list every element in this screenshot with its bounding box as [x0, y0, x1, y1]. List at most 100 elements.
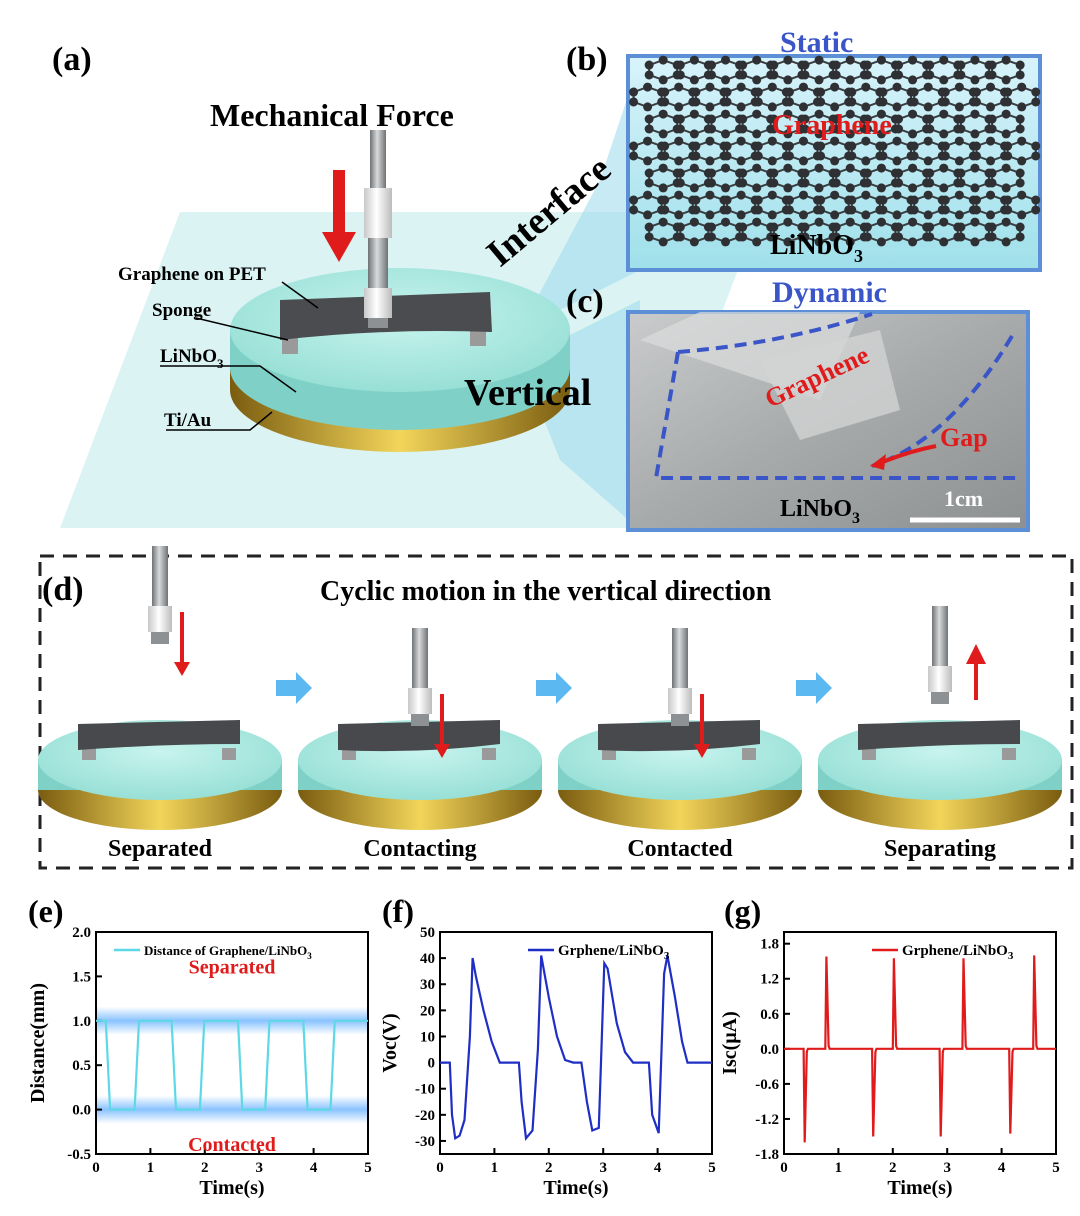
- carbon-atom: [705, 190, 715, 200]
- carbon-atom: [861, 210, 871, 220]
- stage-3: Contacted: [558, 628, 802, 862]
- carbon-atom: [674, 136, 684, 146]
- carbon-atom: [814, 129, 824, 139]
- carbon-atom: [738, 232, 748, 242]
- carbon-atom: [1015, 70, 1025, 80]
- carbon-atom: [987, 168, 997, 178]
- carbon-atom: [892, 102, 902, 112]
- carbon-atom: [954, 136, 964, 146]
- carbon-atom: [970, 109, 980, 119]
- carbon-atom: [1015, 178, 1025, 188]
- graphene-on-pet-label: Graphene on PET: [118, 264, 266, 285]
- carbon-atom: [689, 75, 699, 85]
- carbon-atom: [847, 97, 857, 107]
- next-arrow-icon: [536, 672, 572, 704]
- carbon-atom: [909, 151, 919, 161]
- carbon-atom: [923, 102, 933, 112]
- carbon-atom: [783, 183, 793, 193]
- carbon-atom: [1001, 109, 1011, 119]
- carbon-atom: [674, 102, 684, 112]
- carbon-atom: [831, 232, 841, 242]
- carbon-atom: [1001, 55, 1011, 65]
- carbon-atom: [862, 178, 872, 188]
- series-line: [96, 1019, 368, 1111]
- carbon-atom: [861, 102, 871, 112]
- carbon-atom: [675, 222, 685, 232]
- carbon-atom: [629, 87, 639, 97]
- carbon-atom: [629, 195, 639, 205]
- carbon-atom: [783, 55, 793, 65]
- carbon-atom: [658, 237, 668, 247]
- carbon-atom: [847, 195, 857, 205]
- carbon-atom: [738, 222, 748, 232]
- panel-c: (c) Dynamic Graphene Gap LiNbO3 1cm: [566, 276, 1030, 532]
- x-tick-label: 1: [835, 1160, 843, 1176]
- x-tick-label: 5: [708, 1160, 716, 1176]
- carbon-atom: [861, 82, 871, 92]
- annotation-contacted: Contacted: [188, 1134, 276, 1156]
- carbon-atom: [721, 183, 731, 193]
- carbon-atom: [658, 109, 668, 119]
- carbon-atom: [909, 97, 919, 107]
- carbon-atom: [658, 129, 668, 139]
- static-title: Static: [780, 26, 853, 59]
- carbon-atom: [831, 60, 841, 70]
- carbon-atom: [845, 217, 855, 227]
- panel-a: (a) Mechanical Force Graphene on PET Spo…: [52, 41, 760, 530]
- x-tick-label: 1: [491, 1160, 499, 1176]
- y-axis-label: Isc(μA): [719, 1011, 741, 1075]
- carbon-atom: [831, 222, 841, 232]
- carbon-atom: [862, 124, 872, 134]
- carbon-atom: [814, 217, 824, 227]
- carbon-atom: [784, 87, 794, 97]
- carbon-atom: [925, 70, 935, 80]
- carbon-atom: [674, 82, 684, 92]
- carbon-atom: [722, 195, 732, 205]
- carbon-atom: [629, 97, 639, 107]
- carbon-atom: [1015, 114, 1025, 124]
- carbon-atom: [845, 109, 855, 119]
- carbon-atom: [847, 87, 857, 97]
- carbon-atom: [940, 87, 950, 97]
- carbon-atom: [1031, 195, 1041, 205]
- carbon-atom: [987, 124, 997, 134]
- carbon-atom: [644, 124, 654, 134]
- carbon-atom: [816, 205, 826, 215]
- carbon-atom: [658, 217, 668, 227]
- carbon-atom: [707, 168, 717, 178]
- carbon-atom: [970, 183, 980, 193]
- carbon-atom: [986, 156, 996, 166]
- carbon-atom: [876, 217, 886, 227]
- graphene-sheet: [858, 720, 1020, 750]
- carbon-atom: [814, 75, 824, 85]
- carbon-atom: [643, 190, 653, 200]
- carbon-atom: [940, 141, 950, 151]
- carbon-atom: [831, 178, 841, 188]
- carbon-atom: [909, 141, 919, 151]
- carbon-atom: [814, 237, 824, 247]
- carbon-atom: [800, 60, 810, 70]
- carbon-atom: [986, 190, 996, 200]
- x-tick-label: 0: [436, 1160, 444, 1176]
- carbon-atom: [814, 163, 824, 173]
- carbon-atom: [894, 60, 904, 70]
- carbon-atom: [798, 190, 808, 200]
- carbon-atom: [660, 87, 670, 97]
- carbon-atom: [783, 129, 793, 139]
- carbon-atom: [705, 136, 715, 146]
- carbon-atom: [987, 222, 997, 232]
- carbon-atom: [769, 124, 779, 134]
- carbon-atom: [798, 210, 808, 220]
- cyclic-title: Cyclic motion in the vertical direction: [320, 576, 772, 607]
- y-tick-label: -1.2: [755, 1112, 779, 1128]
- carbon-atom: [876, 183, 886, 193]
- y-tick-label: 20: [420, 1003, 435, 1019]
- carbon-atom: [923, 156, 933, 166]
- carbon-atom: [862, 232, 872, 242]
- carbon-atom: [769, 178, 779, 188]
- carbon-atom: [831, 114, 841, 124]
- carbon-atom: [847, 141, 857, 151]
- carbon-atom: [894, 168, 904, 178]
- carbon-atom: [738, 178, 748, 188]
